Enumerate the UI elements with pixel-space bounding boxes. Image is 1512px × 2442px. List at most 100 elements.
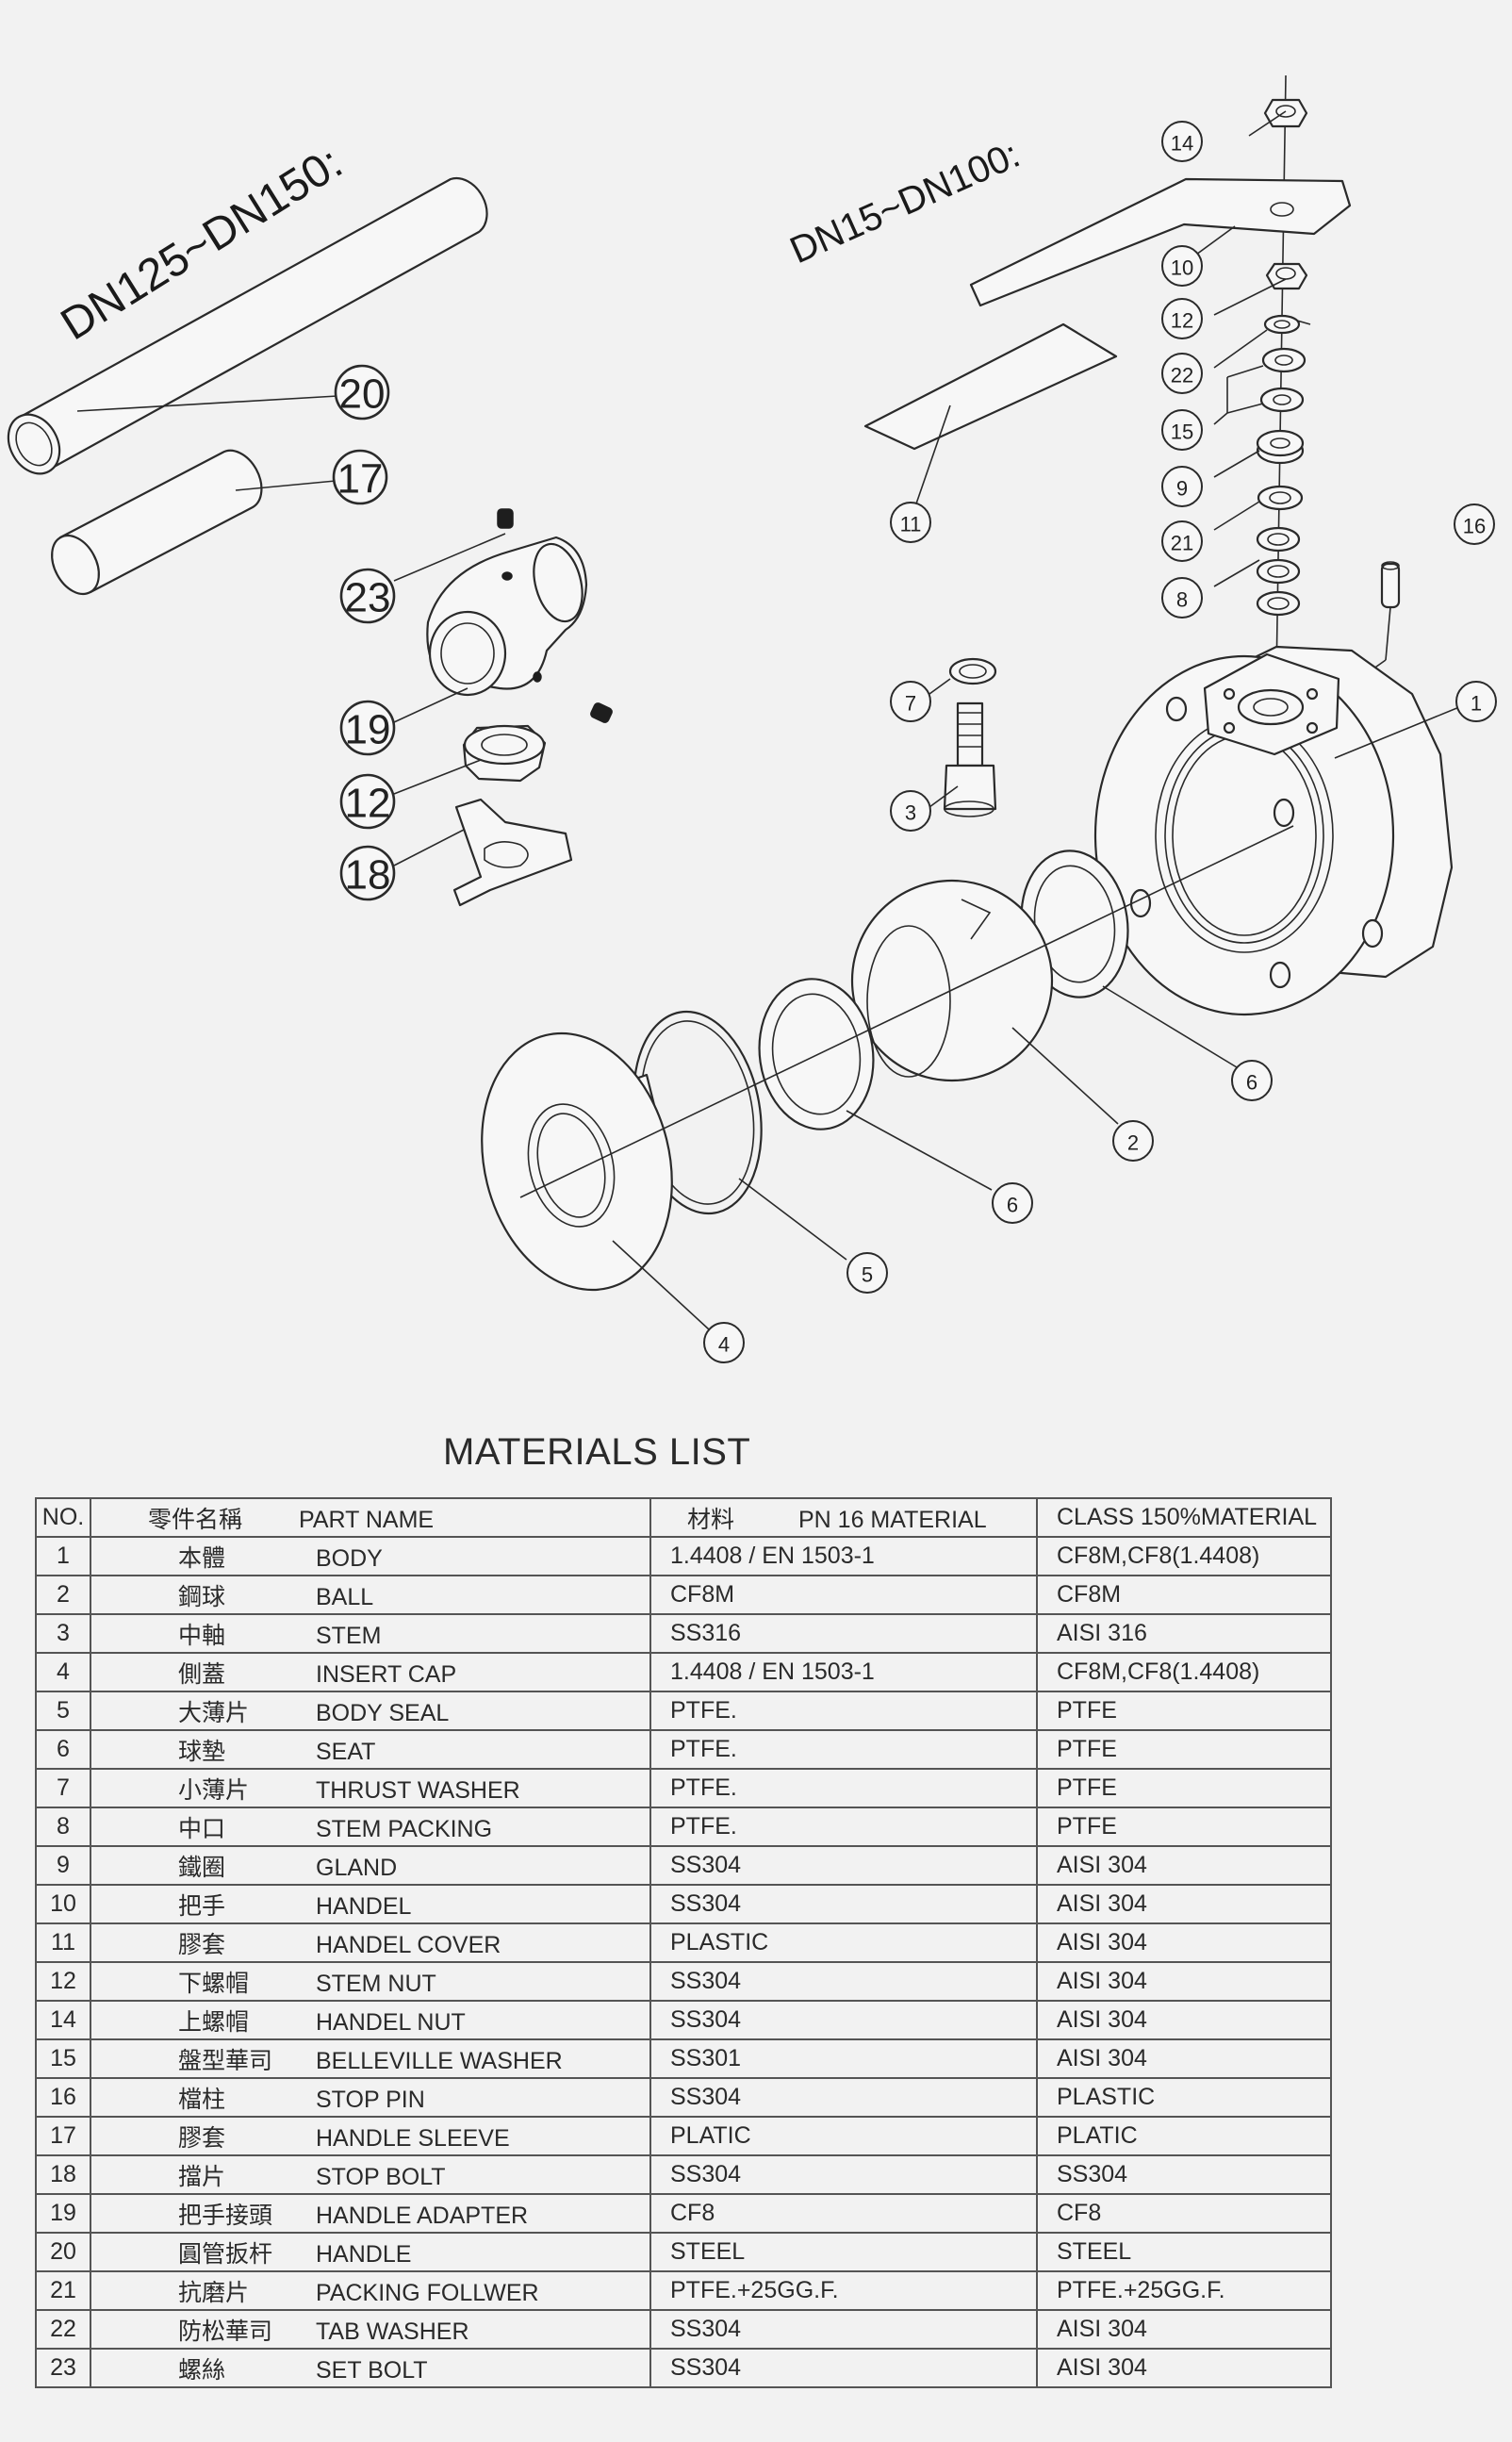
cell-pn16-material: CF8 xyxy=(649,2193,1038,2234)
cell-class150-material: AISI 304 xyxy=(1036,1922,1332,1963)
cell-name-zh: 防松華司 xyxy=(178,2318,273,2345)
cell-pn16-material: SS304 xyxy=(649,1884,1038,1924)
cell-name-en: STOP BOLT xyxy=(316,2163,446,2190)
balloon-18: 18 xyxy=(339,845,396,901)
cell-name-zh: 膠套 xyxy=(178,2124,226,2152)
cell-no: 3 xyxy=(35,1613,91,1654)
balloon-2: 2 xyxy=(1112,1120,1154,1162)
balloon-10: 10 xyxy=(1161,245,1203,287)
balloon-11: 11 xyxy=(890,502,931,543)
cell-class150-material: CF8M xyxy=(1036,1575,1332,1615)
svg-text:10: 10 xyxy=(1171,256,1193,280)
balloon-9: 9 xyxy=(1161,466,1203,507)
cell-name-en: SET BOLT xyxy=(316,2356,428,2384)
svg-text:18: 18 xyxy=(345,852,391,899)
cell-pn16-material: PLATIC xyxy=(649,2116,1038,2156)
exploded-view-drawing: DN125~DN150: DN15~DN100: xyxy=(7,74,1497,1363)
cell-name-zh: 盤型華司 xyxy=(178,2047,273,2074)
cell-name-zh: 下螺帽 xyxy=(178,1970,250,1997)
balloon-12: 12 xyxy=(1161,298,1203,339)
part-tab-washer xyxy=(1263,314,1311,335)
cell-name-en: BALL xyxy=(316,1583,374,1610)
part-thrust-washer xyxy=(948,657,997,685)
header-no: NO. xyxy=(35,1497,91,1538)
cell-no: 7 xyxy=(35,1768,91,1808)
svg-text:7: 7 xyxy=(905,692,916,716)
cell-no: 1 xyxy=(35,1536,91,1576)
cell-pn16-material: SS304 xyxy=(649,1845,1038,1886)
balloon-20: 20 xyxy=(334,364,390,421)
cell-class150-material: CF8M,CF8(1.4408) xyxy=(1036,1652,1332,1692)
svg-text:22: 22 xyxy=(1171,364,1193,388)
cell-no: 15 xyxy=(35,2038,91,2079)
cell-pn16-material: PTFE. xyxy=(649,1729,1038,1770)
cell-name-en: HANDEL COVER xyxy=(316,1931,501,1958)
cell-name-en: STEM xyxy=(316,1622,382,1649)
cell-class150-material: SS304 xyxy=(1036,2154,1332,2195)
cell-no: 14 xyxy=(35,2000,91,2040)
cell-name-en: INSERT CAP xyxy=(316,1660,457,1688)
range-label-small: DN15~DN100: xyxy=(784,134,1027,272)
cell-name-zh: 抗磨片 xyxy=(178,2279,250,2306)
cell-class150-material: CF8 xyxy=(1036,2193,1332,2234)
part-belleville-washer xyxy=(1259,347,1307,413)
cell-name-zh: 大薄片 xyxy=(178,1699,250,1726)
cell-class150-material: PTFE.+25GG.F. xyxy=(1036,2270,1332,2311)
balloon-5: 5 xyxy=(846,1252,888,1294)
svg-text:5: 5 xyxy=(862,1263,873,1287)
cell-name-en: BODY xyxy=(316,1544,383,1572)
cell-pn16-material: SS304 xyxy=(649,2077,1038,2118)
cell-pn16-material: 1.4408 / EN 1503-1 xyxy=(649,1536,1038,1576)
cell-class150-material: PTFE xyxy=(1036,1691,1332,1731)
cell-no: 18 xyxy=(35,2154,91,2195)
cell-name-en: PACKING FOLLWER xyxy=(316,2279,539,2306)
header-pn-zh: 材料 xyxy=(687,1506,735,1533)
balloon-8: 8 xyxy=(1161,577,1203,619)
cell-name-zh: 螺絲 xyxy=(178,2356,226,2384)
cell-class150-material: AISI 304 xyxy=(1036,1961,1332,2002)
part-stem-nut-left xyxy=(462,724,547,783)
svg-text:9: 9 xyxy=(1176,477,1188,501)
cell-name-en: GLAND xyxy=(316,1854,398,1881)
balloon-1: 1 xyxy=(1455,681,1497,722)
cell-name-zh: 上螺帽 xyxy=(178,2008,250,2036)
cell-pn16-material: PTFE. xyxy=(649,1691,1038,1731)
cell-no: 12 xyxy=(35,1961,91,2002)
cell-name-en: SEAT xyxy=(316,1738,376,1765)
cell-class150-material: PLATIC xyxy=(1036,2116,1332,2156)
part-insert-cap xyxy=(481,1031,673,1292)
cell-no: 17 xyxy=(35,2116,91,2156)
balloon-3: 3 xyxy=(890,790,931,832)
svg-text:16: 16 xyxy=(1463,515,1486,538)
cell-class150-material: PTFE xyxy=(1036,1807,1332,1847)
cell-no: 11 xyxy=(35,1922,91,1963)
svg-text:3: 3 xyxy=(905,801,916,825)
cell-no: 16 xyxy=(35,2077,91,2118)
cell-class150-material: PTFE xyxy=(1036,1768,1332,1808)
cell-class150-material: AISI 304 xyxy=(1036,1884,1332,1924)
cell-name-en: HANDLE xyxy=(316,2240,412,2268)
balloon-22: 22 xyxy=(1161,353,1203,394)
svg-text:20: 20 xyxy=(339,371,386,418)
